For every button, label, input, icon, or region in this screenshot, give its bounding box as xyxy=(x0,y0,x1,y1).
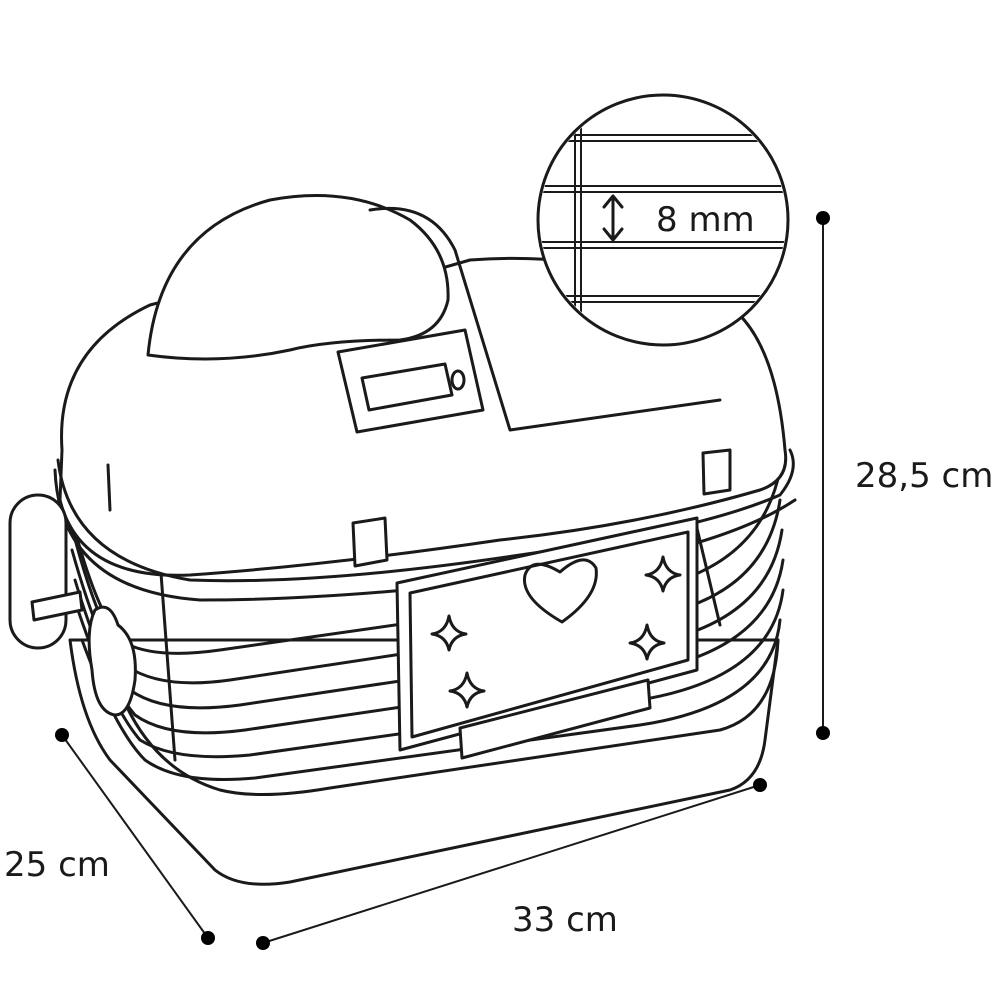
heart-icon xyxy=(522,558,598,624)
depth-label: 25 cm xyxy=(4,845,110,885)
height-label: 28,5 cm xyxy=(855,456,994,496)
sparkle-icons xyxy=(430,555,682,709)
bar-spacing-magnifier xyxy=(536,93,790,347)
handle-dome xyxy=(146,194,450,361)
double-arrow-icon xyxy=(602,194,624,242)
bar-spacing-label: 8 mm xyxy=(656,200,755,240)
width-label: 33 cm xyxy=(512,900,618,940)
cage-door[interactable] xyxy=(395,516,699,760)
display-panel xyxy=(336,328,485,434)
tray-rim xyxy=(98,608,780,797)
dimension-lines xyxy=(55,211,830,950)
lid-clips xyxy=(106,448,732,568)
water-bottle xyxy=(8,493,137,717)
